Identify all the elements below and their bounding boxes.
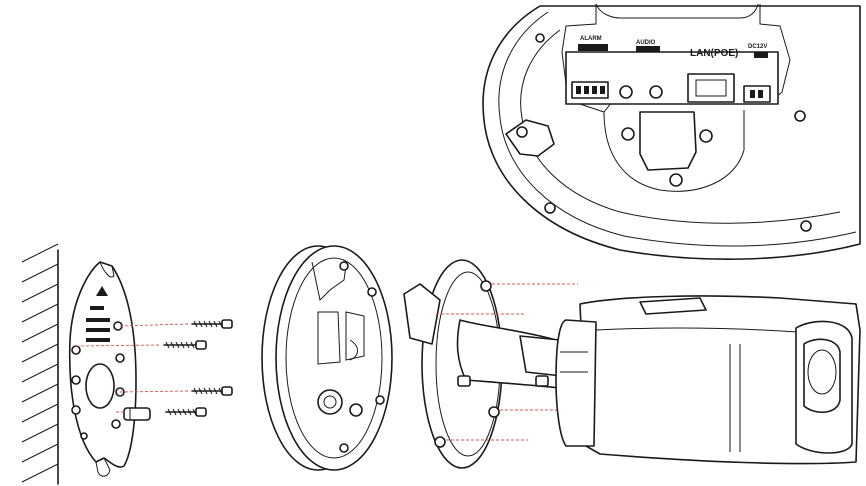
mounting-screw-3 xyxy=(191,386,233,396)
audio-port-label: AUDIO xyxy=(636,40,656,46)
alignment-guides-left xyxy=(75,323,189,413)
alignment-guides-right xyxy=(436,283,582,441)
junction-box xyxy=(261,245,393,471)
connector-detail-view: ALARM 1 2 3 4 AUDIO LAN(POE) DC12V xyxy=(482,3,861,260)
alarm-port-label: ALARM xyxy=(580,36,602,42)
camera-mount-plate xyxy=(403,259,563,469)
power-port-label: DC12V xyxy=(748,44,767,50)
bullet-camera xyxy=(555,295,861,465)
lan-port-label: LAN(POE) xyxy=(690,48,738,59)
mounting-screw-1 xyxy=(191,319,233,329)
mounting-screw-4 xyxy=(165,407,207,417)
mounting-screw-2 xyxy=(163,340,207,350)
alarm-pin-numbers: 1 2 3 4 xyxy=(579,46,595,52)
drill-template xyxy=(68,261,137,477)
wall-anchor xyxy=(123,407,151,421)
wall-surface xyxy=(21,243,59,485)
